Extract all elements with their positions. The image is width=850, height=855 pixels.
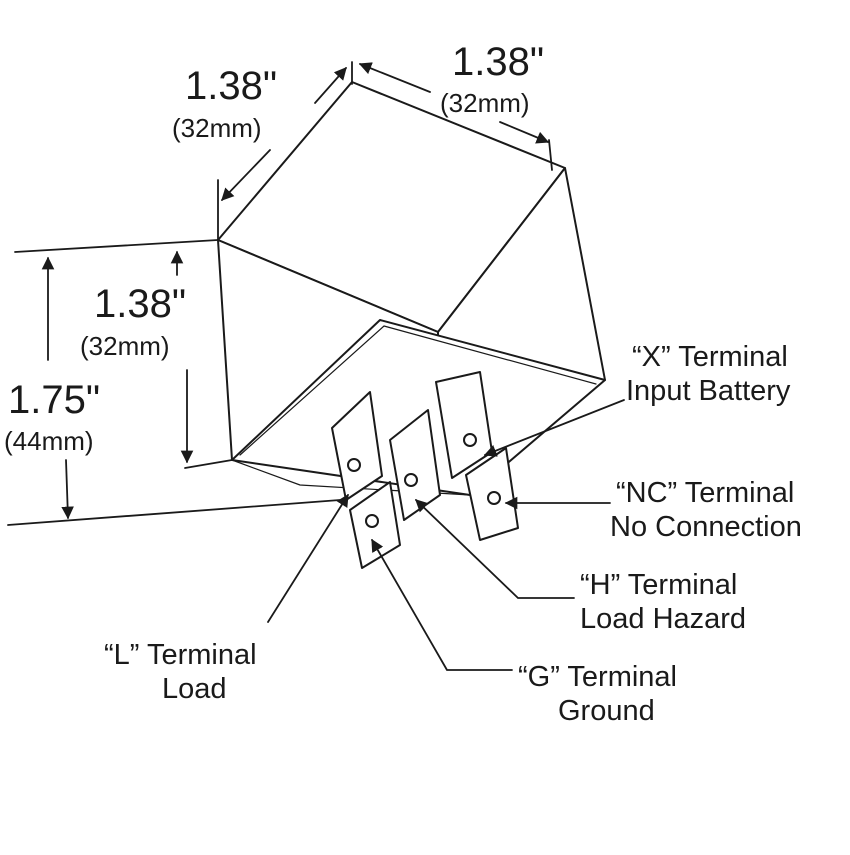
label-terminal-x: “X” Terminal Input Battery: [626, 340, 790, 408]
label-terminal-l: “L” Terminal Load: [104, 638, 257, 706]
label-terminal-h-name: “H” Terminal: [580, 569, 738, 601]
dim-arrow-top-left: [221, 149, 271, 201]
dim-overall-height-mm: (44mm): [4, 426, 94, 456]
leader-g: [371, 538, 513, 671]
dim-top-right-inches: 1.38": [452, 40, 545, 84]
dim-body-height-inches: 1.38": [94, 282, 187, 326]
dim-top-left-inches: 1.38": [185, 64, 278, 108]
leader-x: [483, 399, 625, 457]
leader-h: [415, 499, 575, 599]
terminal-l-blade: [331, 391, 383, 501]
terminal-g-blade: [349, 481, 401, 569]
dim-arrow-top-right: [358, 62, 431, 93]
terminal-h-blade: [389, 409, 441, 521]
label-terminal-nc: “NC” Terminal No Connection: [610, 476, 802, 544]
label-terminal-l-desc: Load: [162, 673, 227, 705]
terminal-nc-blade: [465, 447, 519, 541]
label-terminal-g-desc: Ground: [558, 695, 655, 727]
label-terminal-nc-desc: No Connection: [610, 511, 802, 543]
label-terminal-h: “H” Terminal Load Hazard: [580, 568, 746, 636]
leader-l: [267, 493, 349, 623]
label-terminal-g: “G” Terminal Ground: [518, 660, 677, 728]
dim-overall-height-inches: 1.75": [8, 378, 101, 422]
label-terminal-x-name: “X” Terminal: [632, 341, 788, 373]
label-terminal-x-desc: Input Battery: [626, 375, 791, 407]
dim-top-left-mm: (32mm): [172, 113, 262, 143]
label-terminal-h-desc: Load Hazard: [580, 603, 747, 635]
dim-top-right-mm: (32mm): [440, 88, 530, 118]
dim-body-height-mm: (32mm): [80, 331, 170, 361]
label-terminal-l-name: “L” Terminal: [104, 639, 257, 671]
label-terminal-g-name: “G” Terminal: [518, 661, 677, 693]
label-terminal-nc-name: “NC” Terminal: [616, 477, 795, 509]
